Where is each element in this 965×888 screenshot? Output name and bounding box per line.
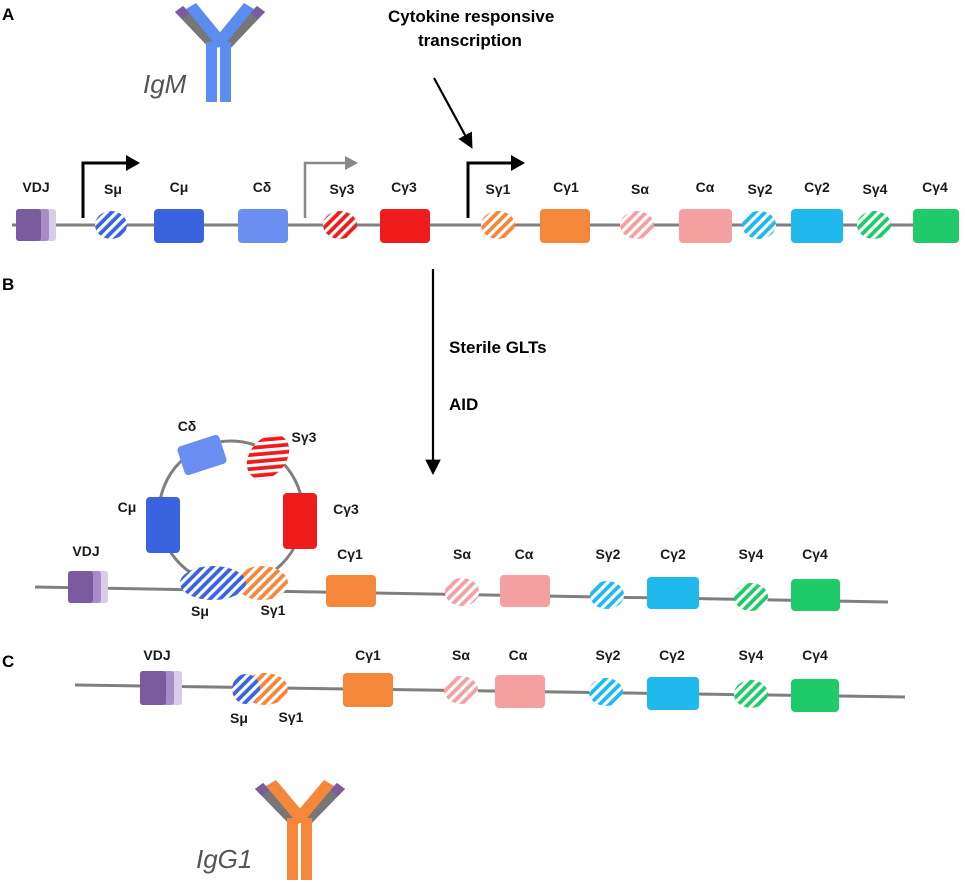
vdj-label-b: VDJ <box>72 543 99 559</box>
s-g2-label-b: Sγ2 <box>596 546 621 562</box>
switch-region-g4-b <box>734 583 768 611</box>
constant-alpha-c <box>495 675 545 708</box>
c-g4-label-a: Cγ4 <box>922 179 948 195</box>
c-g2-label-a: Cγ2 <box>804 179 830 195</box>
cytokine-label-line2: transcription <box>418 31 522 50</box>
constant-delta-b <box>177 434 227 476</box>
c-alpha-label-b: Cα <box>515 546 534 562</box>
panel-label-c: C <box>2 652 14 671</box>
vdj-label-a: VDJ <box>22 179 49 195</box>
constant-g1-b <box>326 575 376 607</box>
c-g1-label-a: Cγ1 <box>553 179 579 195</box>
panel-label-b: B <box>2 275 14 294</box>
constant-g4-a <box>913 209 959 243</box>
s-g1-label-a: Sγ1 <box>486 181 511 197</box>
c-g1-label-c: Cγ1 <box>355 647 381 663</box>
switch-region-g4-c <box>734 680 768 708</box>
s-mu-label-b: Sμ <box>191 603 209 619</box>
constant-g4-c <box>791 679 839 712</box>
dna-line-c <box>74 683 906 699</box>
igm-label: IgM <box>143 69 187 99</box>
c-g3-label-a: Cγ3 <box>391 179 417 195</box>
constant-mu-a <box>154 209 204 243</box>
switch-region-alpha-a <box>620 211 654 239</box>
promoter-arrow-g3 <box>303 161 347 218</box>
switch-region-alpha-c <box>444 676 478 704</box>
switch-region-alpha-b <box>445 578 479 606</box>
panel-label-a: A <box>2 5 14 24</box>
constant-delta-a <box>238 209 288 243</box>
vdj-segment-b <box>68 571 108 603</box>
c-alpha-label-c: Cα <box>509 647 528 663</box>
constant-g2-a <box>791 209 843 243</box>
vdj-segment-c <box>140 671 182 705</box>
cytokine-label-line1: Cytokine responsive <box>388 7 554 26</box>
c-g2-label-c: Cγ2 <box>659 647 685 663</box>
constant-g2-b <box>647 577 699 609</box>
igg1-antibody-icon <box>255 780 345 880</box>
locus-row-c: VDJ Sμ Sγ1 Cγ1 Sα Cα Sγ2 Cγ2 Sγ4 <box>74 647 906 726</box>
switch-region-mu-b <box>180 566 246 600</box>
c-g1-label-b: Cγ1 <box>337 546 363 562</box>
promoter-arrow-mu <box>81 161 128 218</box>
c-alpha-label-a: Cα <box>696 179 715 195</box>
c-delta-label-a: Cδ <box>253 179 272 195</box>
igg1-label: IgG1 <box>196 844 252 874</box>
switch-region-g2-b <box>590 581 624 609</box>
constant-g3-a <box>380 209 430 243</box>
constant-alpha-a <box>679 209 732 243</box>
s-alpha-label-b: Sα <box>453 546 471 562</box>
promoter-arrow-g1 <box>466 161 513 218</box>
s-g4-label-c: Sγ4 <box>739 647 764 663</box>
locus-row-a: VDJ Sμ Cμ Cδ Sγ3 Cγ3 Sγ1 Cγ1 Sα <box>12 155 959 243</box>
switch-region-g1-b <box>236 566 288 600</box>
hybrid-switch-region-c <box>232 673 288 705</box>
constant-g2-c <box>647 677 699 710</box>
s-mu-label-a: Sμ <box>104 181 122 197</box>
constant-g4-b <box>791 579 840 611</box>
s-g2-label-c: Sγ2 <box>596 647 621 663</box>
s-alpha-label-a: Sα <box>631 181 649 197</box>
switch-region-g2-c <box>589 678 623 706</box>
constant-g1-a <box>540 209 590 243</box>
switch-region-g3-b <box>246 434 290 480</box>
c-g3-label-b: Cγ3 <box>333 501 359 517</box>
s-g4-label-a: Sγ4 <box>863 181 888 197</box>
c-mu-label-b: Cμ <box>118 499 137 515</box>
s-g1-label-c: Sγ1 <box>279 709 304 725</box>
c-g2-label-b: Cγ2 <box>660 546 686 562</box>
aid-label: AID <box>449 395 478 414</box>
constant-g1-c <box>343 673 393 707</box>
switch-region-g2-a <box>742 211 776 239</box>
igm-antibody-icon <box>175 3 265 102</box>
s-g2-label-a: Sγ2 <box>748 181 773 197</box>
s-g3-label-a: Sγ3 <box>330 181 355 197</box>
c-mu-label-a: Cμ <box>170 179 189 195</box>
s-g1-label-b: Sγ1 <box>261 602 286 618</box>
s-alpha-label-c: Sα <box>452 647 470 663</box>
constant-g3-b <box>283 493 317 549</box>
constant-alpha-b <box>500 575 550 607</box>
switch-region-g1-a <box>481 211 515 239</box>
switch-region-mu-a <box>95 211 127 239</box>
vdj-label-c: VDJ <box>143 647 170 663</box>
vdj-segment-a <box>16 209 56 241</box>
locus-row-b: VDJ Cμ Cδ Sγ3 Cγ3 Sμ Sγ1 Cγ1 Sα Cα <box>34 418 889 619</box>
constant-mu-b <box>146 497 180 553</box>
s-g4-label-b: Sγ4 <box>739 546 764 562</box>
cytokine-arrow <box>433 77 473 149</box>
sterile-glts-label: Sterile GLTs <box>449 338 547 357</box>
c-g4-label-b: Cγ4 <box>802 546 828 562</box>
c-g4-label-c: Cγ4 <box>802 647 828 663</box>
switch-region-g3-a <box>323 211 357 239</box>
s-g3-label-b: Sγ3 <box>292 429 317 445</box>
s-mu-label-c: Sμ <box>230 710 248 726</box>
c-delta-label-b: Cδ <box>178 418 197 434</box>
switch-region-g4-a <box>857 211 891 239</box>
